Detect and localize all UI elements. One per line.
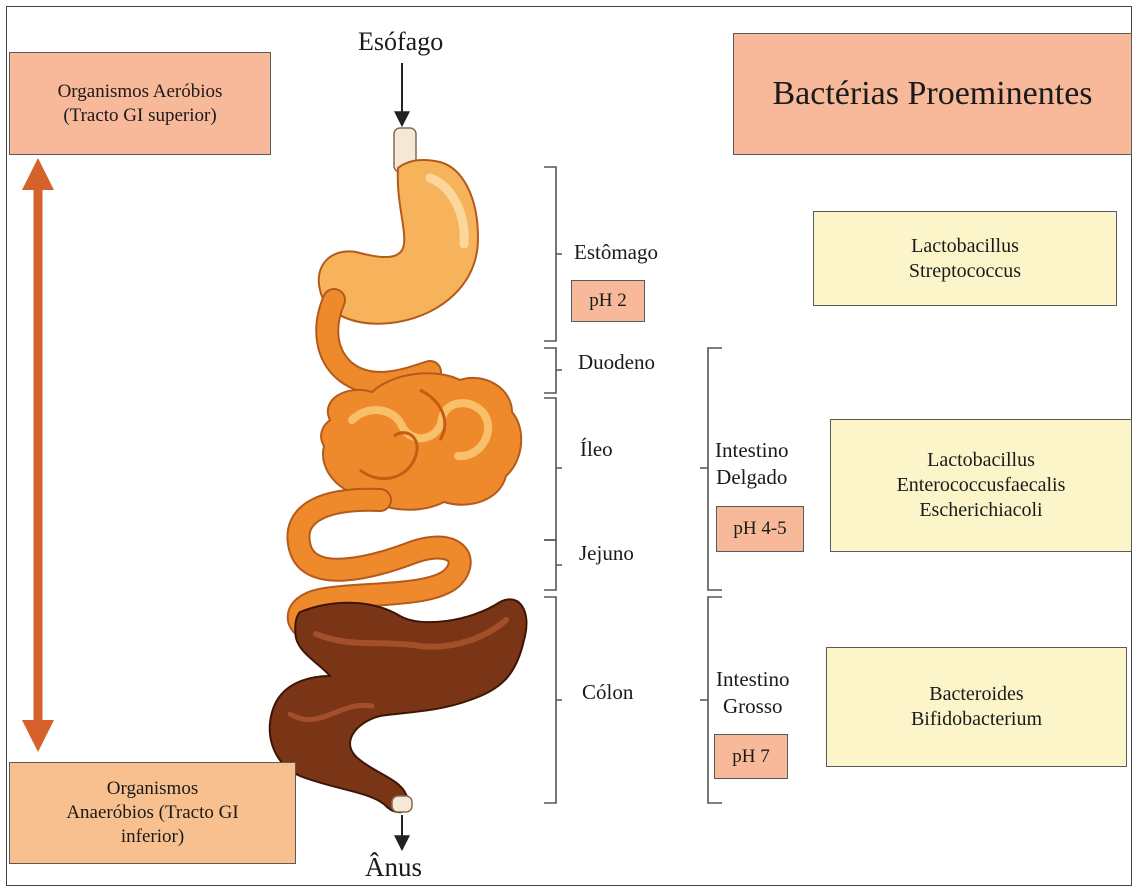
region-brackets <box>544 167 562 803</box>
aerobic-organisms-box: Organismos Aeróbios (Tracto GI superior) <box>9 52 271 155</box>
rectum-exit <box>392 796 412 812</box>
colon-label: Cólon <box>582 680 633 705</box>
stomach-label: Estômago <box>574 240 658 265</box>
digestive-tract-illustration <box>270 128 527 812</box>
esophagus-label: Esófago <box>358 27 443 57</box>
aerobic-anaerobic-double-arrow <box>22 158 54 752</box>
small-intestine-ph-badge: pH 4-5 <box>716 506 804 552</box>
duodenum-bracket <box>544 348 562 393</box>
jejunum-bracket <box>544 540 562 590</box>
small-intestine-label: Intestino Delgado <box>715 437 789 492</box>
large-intestine-label: Intestino Grosso <box>716 666 790 721</box>
stomach-bracket <box>544 167 562 341</box>
stomach-ph-badge: pH 2 <box>571 280 645 322</box>
jejunum-label: Jejuno <box>579 541 634 566</box>
prominent-bacteria-title: Bactérias Proeminentes <box>733 33 1132 155</box>
large-intestine-bacteria-box: Bacteroides Bifidobacterium <box>826 647 1127 767</box>
large-intestine-ph-badge: pH 7 <box>714 734 788 779</box>
duodenum-label: Duodeno <box>578 350 655 375</box>
colon-bracket <box>544 597 562 803</box>
ileum-label: Íleo <box>580 437 613 462</box>
ileum-bracket <box>544 398 562 540</box>
stomach-bacteria-box: Lactobacillus Streptococcus <box>813 211 1117 306</box>
anus-label: Ânus <box>365 852 422 883</box>
small-intestine-bacteria-box: Lactobacillus Enterococcusfaecalis Esche… <box>830 419 1132 552</box>
anaerobic-organisms-box: Organismos Anaeróbios (Tracto GI inferio… <box>9 762 296 864</box>
